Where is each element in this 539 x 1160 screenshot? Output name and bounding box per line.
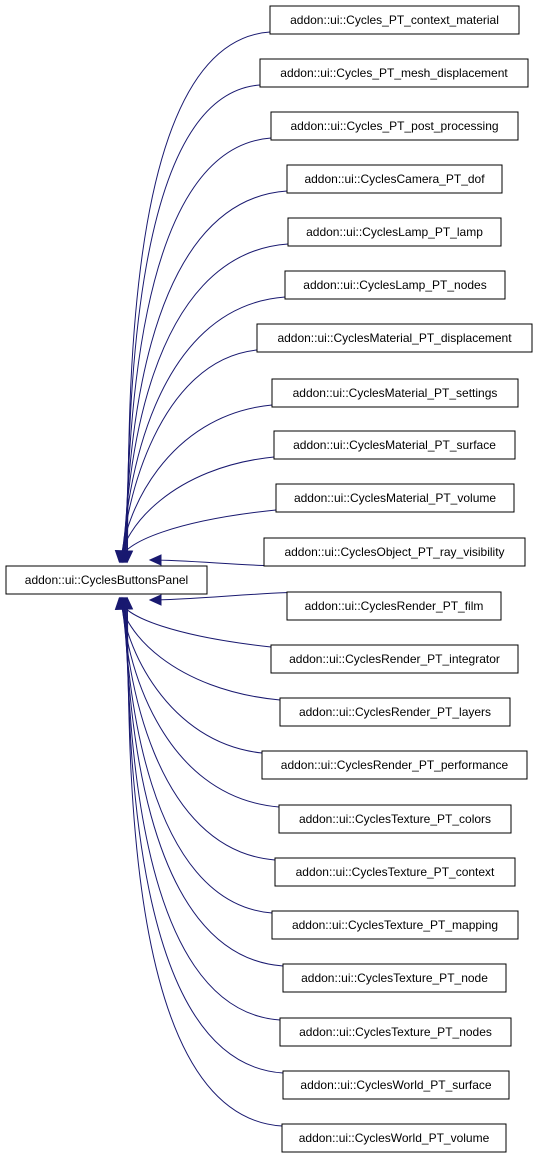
derived-class-box [279,697,511,727]
derived-class-box [286,591,502,621]
inheritance-edges [114,31,308,1127]
base-class-box [5,565,208,595]
derived-class-box [282,963,507,993]
derived-class-label: addon::ui::CyclesRender_PT_layers [299,705,491,719]
inheritance-arrowhead [148,594,162,606]
derived-class-label: addon::ui::CyclesTexture_PT_context [296,865,495,879]
derived-class-node[interactable]: addon::ui::CyclesLamp_PT_nodes [284,270,506,300]
derived-class-label: addon::ui::CyclesRender_PT_integrator [289,652,500,666]
derived-class-label: addon::ui::CyclesLamp_PT_nodes [303,278,486,292]
derived-class-node[interactable]: addon::ui::CyclesRender_PT_film [286,591,502,621]
derived-class-label: addon::ui::Cycles_PT_post_processing [290,119,498,133]
inheritance-edge [119,597,281,701]
derived-class-node[interactable]: addon::ui::Cycles_PT_post_processing [270,111,519,141]
derived-class-node[interactable]: addon::ui::CyclesTexture_PT_nodes [279,1017,512,1047]
derived-class-label: addon::ui::CyclesWorld_PT_surface [300,1078,492,1092]
base-class-node[interactable]: addon::ui::CyclesButtonsPanel [5,565,208,595]
derived-class-box [271,910,519,940]
derived-class-label: addon::ui::CyclesLamp_PT_lamp [306,225,483,239]
derived-class-node[interactable]: addon::ui::CyclesRender_PT_layers [279,697,511,727]
derived-class-node[interactable]: addon::ui::CyclesMaterial_PT_volume [275,483,515,513]
derived-class-node[interactable]: addon::ui::CyclesTexture_PT_context [274,857,516,887]
derived-class-node[interactable]: addon::ui::CyclesTexture_PT_mapping [271,910,519,940]
derived-class-label: addon::ui::CyclesMaterial_PT_volume [294,491,496,505]
derived-class-node[interactable]: addon::ui::CyclesCamera_PT_dof [286,164,503,194]
inheritance-arrowhead [114,549,127,564]
derived-class-box [274,857,516,887]
inheritance-edge [124,190,288,563]
derived-class-node[interactable]: addon::ui::CyclesMaterial_PT_settings [271,378,519,408]
derived-class-label: addon::ui::CyclesRender_PT_film [305,599,484,613]
derived-class-box [278,804,512,834]
derived-class-label: addon::ui::CyclesTexture_PT_colors [299,812,491,826]
derived-class-box [269,5,520,35]
derived-class-node[interactable]: addon::ui::CyclesMaterial_PT_surface [273,430,516,460]
derived-class-box [287,217,502,247]
derived-class-box [263,537,526,567]
derived-class-node[interactable]: addon::ui::CyclesTexture_PT_colors [278,804,512,834]
derived-class-box [279,1017,512,1047]
inheritance-edge [125,137,272,563]
inheritance-arrowhead [121,596,134,610]
derived-class-box [273,430,516,460]
inheritance-edge [121,349,258,563]
derived-class-box [275,483,515,513]
derived-class-box [270,644,519,674]
derived-class-box [282,1070,510,1100]
derived-class-label: addon::ui::CyclesRender_PT_performance [281,758,509,772]
inheritance-edge [121,597,280,808]
inheritance-edge [125,84,261,563]
inheritance-edge [119,456,275,563]
derived-class-label: addon::ui::Cycles_PT_mesh_displacement [280,66,508,80]
derived-class-node[interactable]: addon::ui::CyclesMaterial_PT_displacemen… [256,323,533,353]
derived-class-node[interactable]: addon::ui::CyclesWorld_PT_surface [282,1070,510,1100]
derived-class-label: addon::ui::CyclesTexture_PT_nodes [299,1025,492,1039]
derived-class-label: addon::ui::Cycles_PT_context_material [290,13,499,27]
derived-class-box [271,378,519,408]
inheritance-edge [120,597,263,754]
derived-class-nodes: addon::ui::Cycles_PT_context_materialadd… [256,5,533,1153]
inheritance-edge [125,597,281,1021]
inheritance-edge [118,509,277,563]
derived-class-node[interactable]: addon::ui::CyclesRender_PT_integrator [270,644,519,674]
derived-class-box [281,1123,507,1153]
inheritance-arrowhead [148,554,162,566]
derived-class-node[interactable]: addon::ui::CyclesLamp_PT_lamp [287,217,502,247]
derived-class-label: addon::ui::CyclesWorld_PT_volume [299,1131,490,1145]
base-class-label: addon::ui::CyclesButtonsPanel [25,573,188,587]
derived-class-box [270,111,519,141]
derived-class-node[interactable]: addon::ui::CyclesObject_PT_ray_visibilit… [263,537,526,567]
derived-class-label: addon::ui::CyclesMaterial_PT_displacemen… [277,331,512,345]
inheritance-edge [126,597,283,1127]
inheritance-edge [123,243,289,563]
inheritance-edge [125,597,284,1074]
derived-class-node[interactable]: addon::ui::Cycles_PT_mesh_displacement [259,58,529,88]
derived-class-box [261,750,528,780]
derived-class-label: addon::ui::CyclesObject_PT_ray_visibilit… [284,545,504,559]
derived-class-label: addon::ui::CyclesCamera_PT_dof [304,172,485,186]
derived-class-box [259,58,529,88]
derived-class-label: addon::ui::CyclesTexture_PT_node [301,971,488,985]
derived-class-label: addon::ui::CyclesMaterial_PT_surface [293,438,496,452]
derived-class-node[interactable]: addon::ui::CyclesWorld_PT_volume [281,1123,507,1153]
inheritance-edge [120,404,273,563]
inheritance-edge [118,597,272,648]
derived-class-box [286,164,503,194]
derived-class-node[interactable]: addon::ui::Cycles_PT_context_material [269,5,520,35]
derived-class-label: addon::ui::CyclesTexture_PT_mapping [292,918,498,932]
derived-class-box [284,270,506,300]
derived-class-box [256,323,533,353]
derived-class-label: addon::ui::CyclesMaterial_PT_settings [293,386,498,400]
derived-class-node[interactable]: addon::ui::CyclesTexture_PT_node [282,963,507,993]
inheritance-edge [122,597,276,861]
derived-class-node[interactable]: addon::ui::CyclesRender_PT_performance [261,750,528,780]
